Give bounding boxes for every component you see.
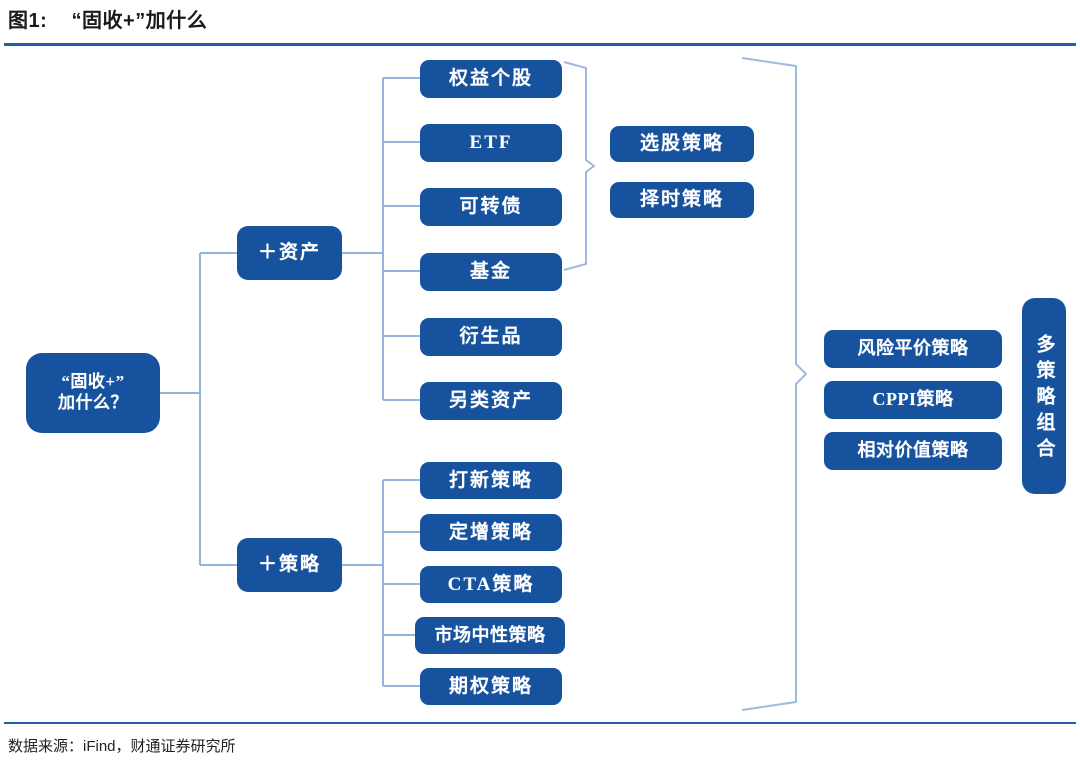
source-note: 数据来源：iFind，财通证券研究所 (8, 738, 236, 755)
node-relative-value-strategy[interactable]: 相对价值策略 (824, 432, 1002, 470)
node-branch-strategies-label: ＋策略 (257, 554, 321, 576)
node-stock-selection-strategy-label: 选股策略 (639, 133, 724, 155)
node-strategy-market-neutral[interactable]: 市场中性策略 (415, 617, 565, 654)
node-asset-convertible-bond-label: 可转债 (459, 196, 523, 218)
node-strategy-options[interactable]: 期权策略 (420, 668, 562, 705)
node-strategy-new-share-subscription[interactable]: 打新策略 (420, 462, 562, 499)
node-strategy-private-placement-label: 定增策略 (448, 521, 533, 543)
node-relative-value-strategy-label: 相对价值策略 (857, 440, 969, 461)
node-asset-fund-label: 基金 (469, 261, 512, 283)
node-stock-selection-strategy[interactable]: 选股策略 (610, 126, 754, 162)
footer-divider (4, 722, 1076, 724)
diagram-canvas: “固收+” 加什么？ ＋资产 ＋策略 权益个股 ETF 可转债 基金 衍生品 另… (0, 48, 1080, 720)
node-root[interactable]: “固收+” 加什么？ (26, 353, 160, 433)
node-cppi-strategy-label: CPPI策略 (872, 389, 954, 410)
node-asset-convertible-bond[interactable]: 可转债 (420, 188, 562, 226)
page-title: 图1: “固收+”加什么 (8, 10, 208, 32)
node-strategy-new-share-subscription-label: 打新策略 (448, 469, 533, 491)
node-asset-derivatives-label: 衍生品 (459, 326, 523, 348)
node-branch-assets[interactable]: ＋资产 (237, 226, 342, 280)
node-asset-equity-stocks[interactable]: 权益个股 (420, 60, 562, 98)
node-multi-strategy-portfolio-label: 多策略组合 (1033, 334, 1055, 464)
node-risk-parity-strategy-label: 风险平价策略 (857, 338, 969, 359)
node-asset-alternative[interactable]: 另类资产 (420, 382, 562, 420)
node-multi-strategy-portfolio[interactable]: 多策略组合 (1022, 298, 1066, 494)
node-risk-parity-strategy[interactable]: 风险平价策略 (824, 330, 1002, 368)
node-asset-alternative-label: 另类资产 (448, 390, 533, 412)
node-asset-equity-stocks-label: 权益个股 (448, 68, 533, 90)
node-timing-strategy-label: 择时策略 (639, 189, 724, 211)
node-cppi-strategy[interactable]: CPPI策略 (824, 381, 1002, 419)
node-asset-etf[interactable]: ETF (420, 124, 562, 162)
node-strategy-options-label: 期权策略 (448, 675, 533, 697)
node-branch-strategies[interactable]: ＋策略 (237, 538, 342, 592)
node-strategy-private-placement[interactable]: 定增策略 (420, 514, 562, 551)
node-branch-assets-label: ＋资产 (257, 242, 321, 264)
node-strategy-cta-label: CTA策略 (447, 573, 535, 595)
connector-lines (160, 57, 808, 711)
node-root-label: “固收+” 加什么？ (58, 372, 128, 412)
node-asset-fund[interactable]: 基金 (420, 253, 562, 291)
node-asset-derivatives[interactable]: 衍生品 (420, 318, 562, 356)
node-strategy-market-neutral-label: 市场中性策略 (434, 624, 546, 645)
node-asset-etf-label: ETF (469, 132, 513, 154)
node-timing-strategy[interactable]: 择时策略 (610, 182, 754, 218)
title-divider (4, 43, 1076, 46)
node-strategy-cta[interactable]: CTA策略 (420, 566, 562, 603)
